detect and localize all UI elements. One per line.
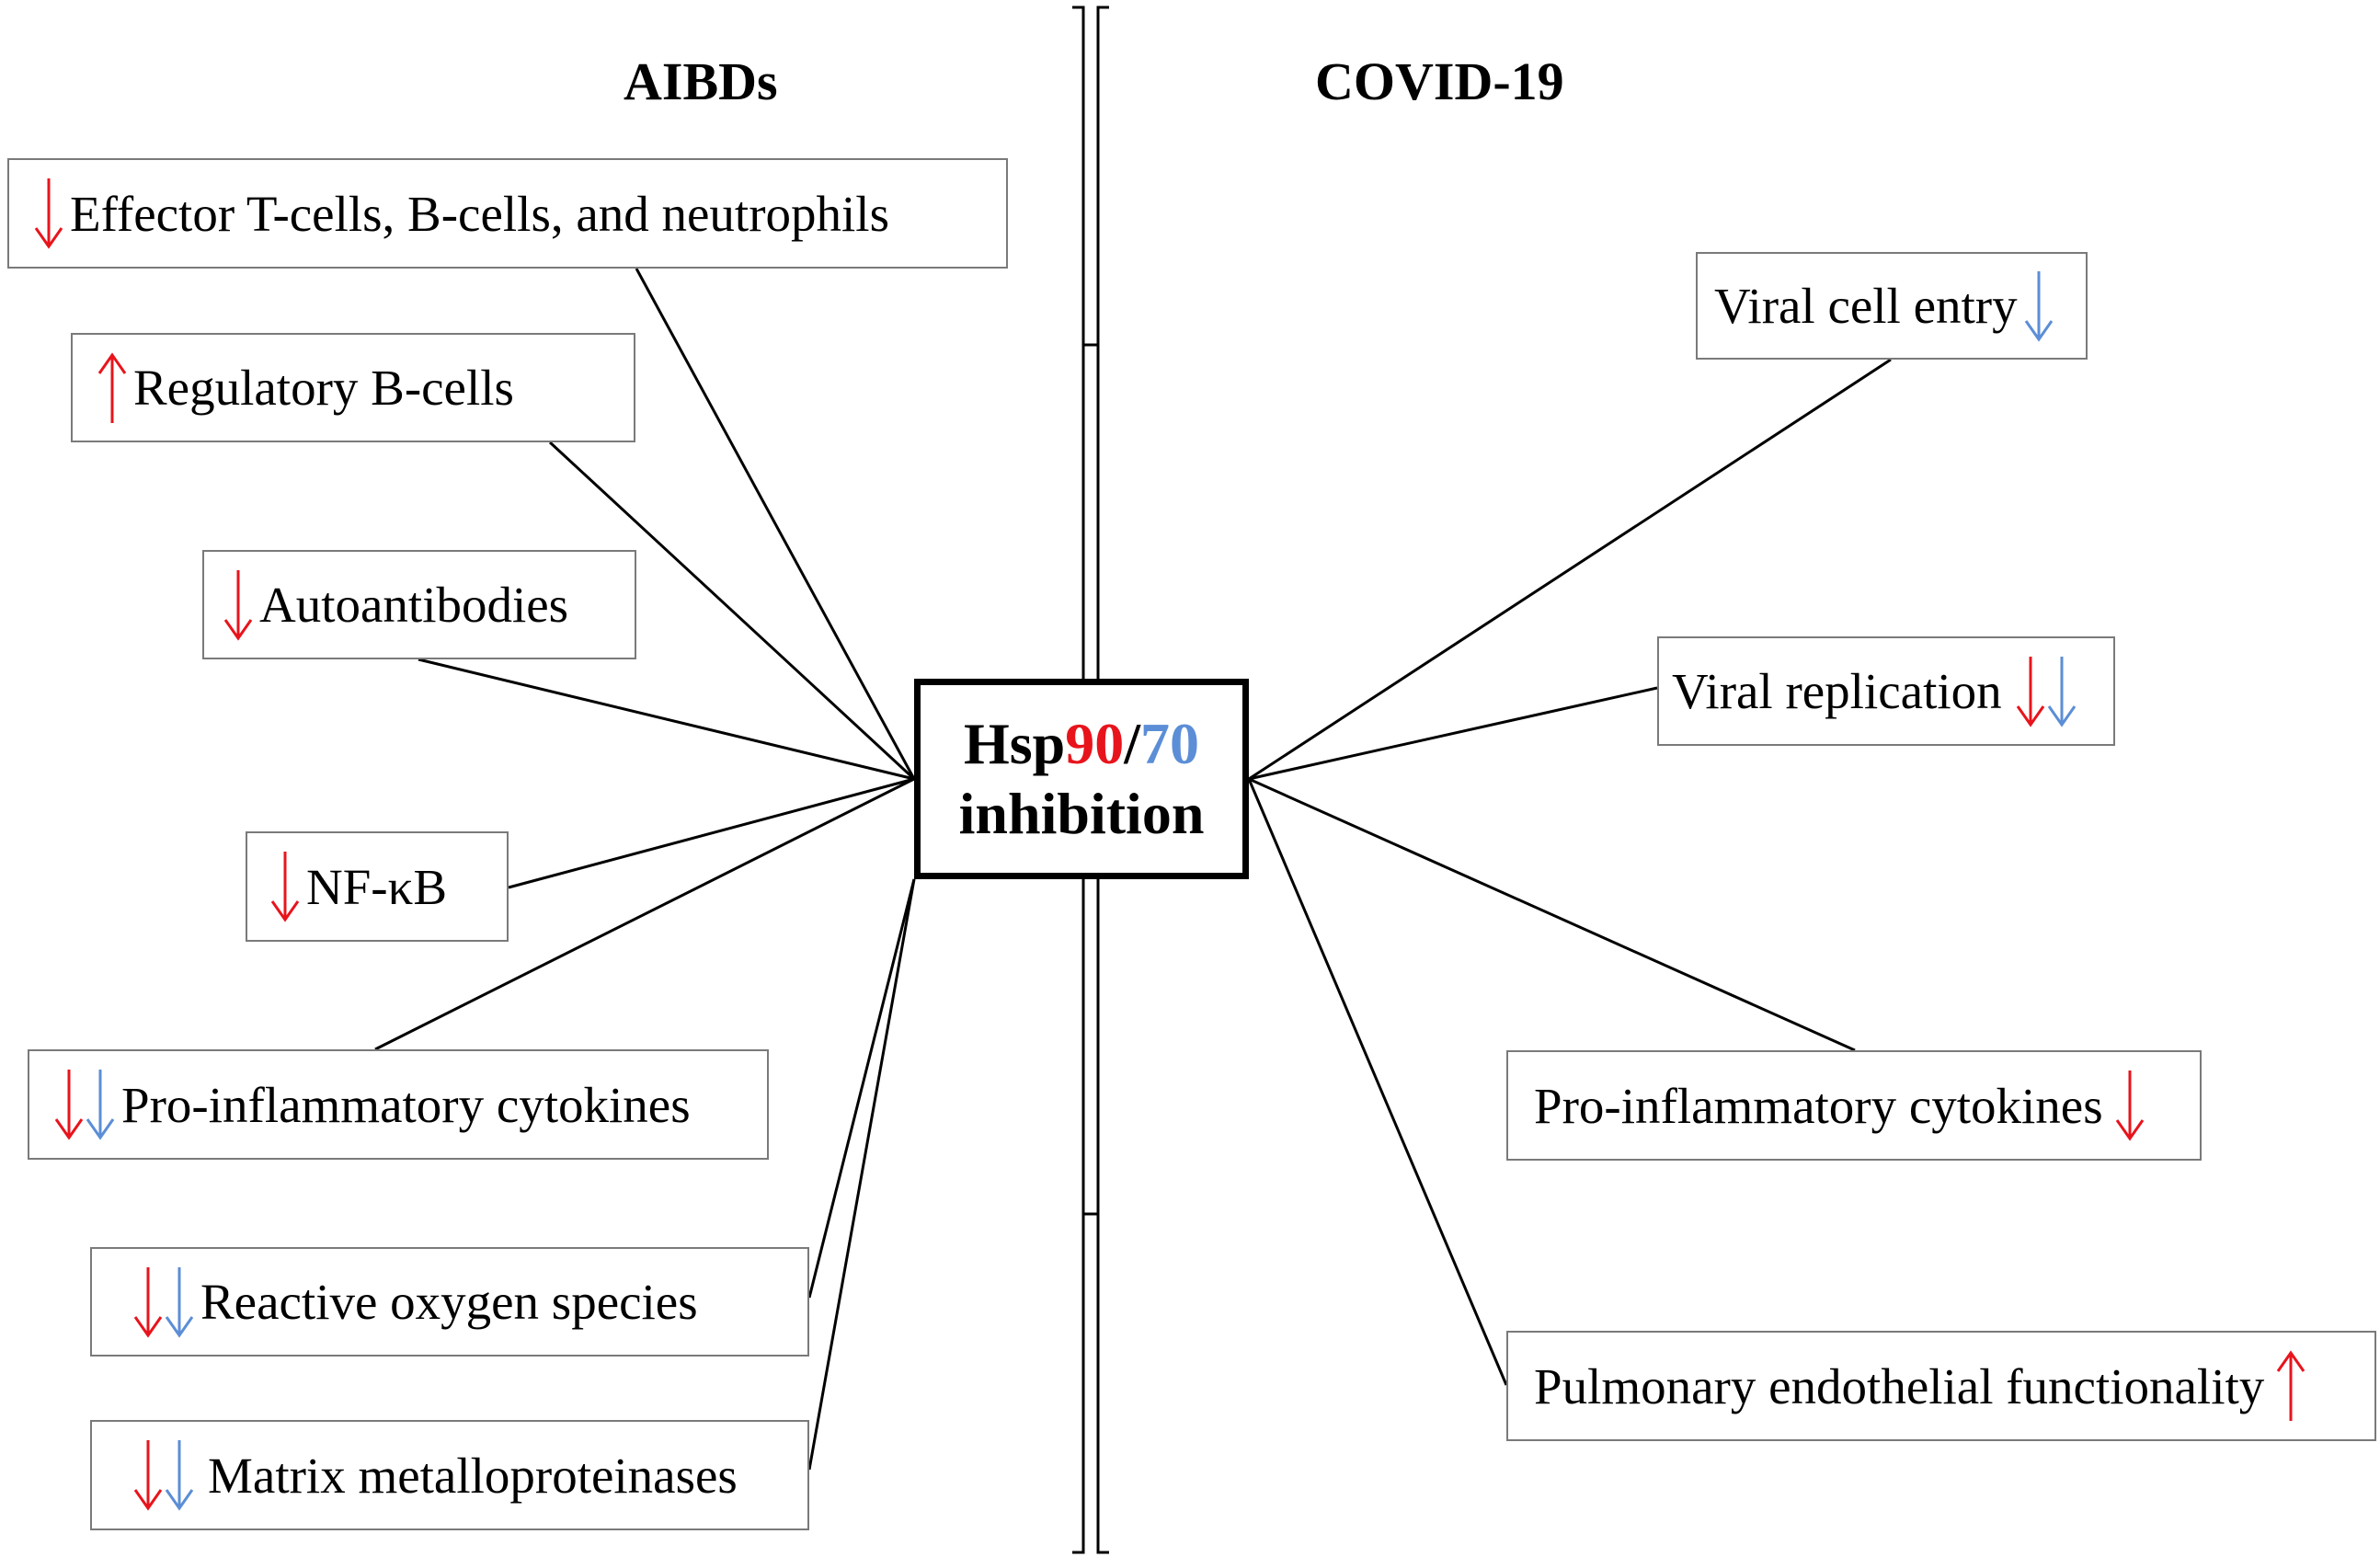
center-slash: / [1124,711,1141,777]
down-blue-arrow-icon [85,1068,116,1141]
up-red-arrow-icon [2275,1349,2306,1423]
item-label: NF-κB [306,858,448,915]
connector-line [508,777,915,889]
item-label: Effector T-cells, B-cells, and neutrophi… [70,185,889,242]
covid-item-pro-inflammatory-cytokines: Pro-inflammatory cytokines [1506,1050,2202,1161]
covid-item-pulmonary-endothelial-functionality: Pulmonary endothelial functionality [1506,1331,2376,1441]
aibds-item-nf-kb: NF-κB [246,831,509,942]
down-blue-arrow-icon [164,1265,195,1339]
aibds-item-effector-cells: Effector T-cells, B-cells, and neutrophi… [7,158,1008,269]
connector-line [635,268,916,780]
aibds-item-matrix-metalloproteinases: Matrix metalloproteinases [90,1420,809,1530]
item-label: Matrix metalloproteinases [208,1447,738,1504]
center-prefix: Hsp [963,711,1066,777]
aibds-item-regulatory-b-cells: Regulatory B-cells [71,333,635,442]
item-label: Pro-inflammatory cytokines [121,1076,691,1133]
aibds-item-reactive-oxygen-species: Reactive oxygen species [90,1247,809,1357]
covid-item-viral-cell-entry: Viral cell entry [1696,252,2088,360]
connector-line [807,878,916,1299]
item-label: Viral replication [1672,663,2002,719]
down-blue-arrow-icon [2046,655,2077,728]
center-line-2: inhibition [958,781,1205,846]
aibds-heading: AIBDs [624,52,778,111]
connector-line [418,658,915,781]
item-label: Pro-inflammatory cytokines [1534,1077,2103,1134]
hsp-inhibition-node: Hsp90/70 inhibition [914,679,1249,879]
up-red-arrow-icon [97,351,128,425]
item-label: Pulmonary endothelial functionality [1534,1357,2265,1414]
connector-line [1248,358,1892,781]
down-red-arrow-icon [53,1068,85,1141]
down-red-arrow-icon [132,1265,164,1339]
aibds-item-pro-inflammatory-cytokines: Pro-inflammatory cytokines [28,1049,769,1160]
down-red-arrow-icon [269,850,301,923]
connector-line [374,777,915,1051]
down-blue-arrow-icon [164,1438,195,1512]
connector-line [1248,777,1856,1052]
down-red-arrow-icon [2015,655,2046,728]
aibds-item-autoantibodies: Autoantibodies [202,550,636,659]
down-red-arrow-icon [33,177,64,250]
connector-line [1248,686,1658,781]
down-red-arrow-icon [2114,1069,2145,1142]
connector-line [1247,778,1508,1386]
down-red-arrow-icon [223,568,254,642]
item-label: Regulatory B-cells [133,360,514,416]
covid-item-viral-replication: Viral replication [1657,636,2115,746]
down-blue-arrow-icon [2023,269,2054,343]
item-label: Autoantibodies [259,577,569,633]
item-label: Viral cell entry [1714,278,2018,334]
connector-line [807,878,916,1471]
covid-heading: COVID-19 [1315,52,1564,111]
center-hsp70: 70 [1140,711,1200,777]
item-label: Reactive oxygen species [200,1274,698,1330]
down-red-arrow-icon [132,1438,164,1512]
center-line-1: Hsp90/70 [964,709,1199,779]
center-hsp90: 90 [1065,711,1125,777]
connector-line [548,441,916,781]
